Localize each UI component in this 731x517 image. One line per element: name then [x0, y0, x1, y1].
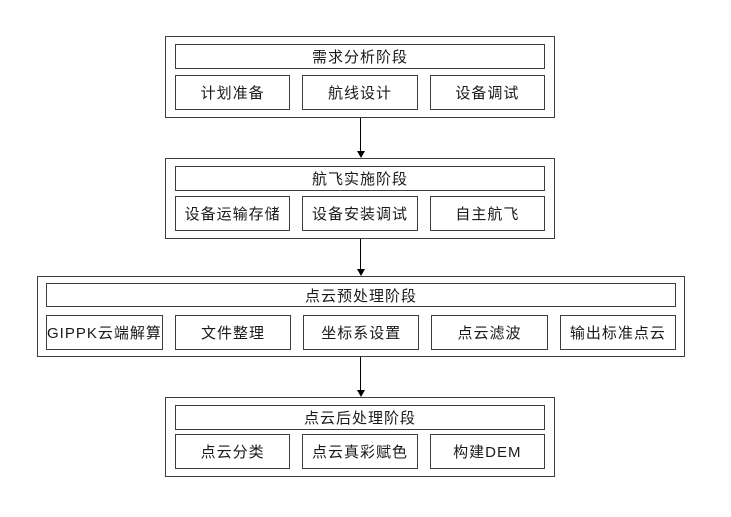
task-plan-preparation: 计划准备 [175, 75, 291, 110]
flow-arrow-down-1 [356, 118, 365, 158]
task-pointcloud-true-color: 点云真彩赋色 [302, 434, 418, 469]
arrow-head-icon [356, 151, 365, 158]
stage-title-flight-implementation: 航飞实施阶段 [175, 166, 545, 191]
arrow-shaft [359, 239, 362, 269]
task-equipment-transport-storage: 设备运输存储 [175, 196, 291, 231]
stage-flight-implementation: 航飞实施阶段 设备运输存储 设备安装调试 自主航飞 [165, 158, 555, 239]
task-output-standard-pointcloud: 输出标准点云 [559, 315, 676, 350]
task-pointcloud-classification: 点云分类 [175, 434, 291, 469]
stage-title-requirements-analysis: 需求分析阶段 [175, 44, 545, 69]
stage-title-pointcloud-preprocessing: 点云预处理阶段 [46, 283, 676, 307]
stage-title-pointcloud-postprocessing: 点云后处理阶段 [175, 405, 545, 430]
arrow-head-icon [356, 390, 365, 397]
stage-tasks-row: 设备运输存储 设备安装调试 自主航飞 [175, 196, 545, 231]
task-pointcloud-filtering: 点云滤波 [431, 315, 548, 350]
stage-requirements-analysis: 需求分析阶段 计划准备 航线设计 设备调试 [165, 36, 555, 118]
task-equipment-debugging: 设备调试 [429, 75, 545, 110]
stage-pointcloud-postprocessing: 点云后处理阶段 点云分类 点云真彩赋色 构建DEM [165, 397, 555, 477]
stage-pointcloud-preprocessing: 点云预处理阶段 GIPPK云端解算 文件整理 坐标系设置 点云滤波 输出标准点云 [37, 276, 685, 357]
arrow-shaft [359, 357, 362, 390]
task-route-design: 航线设计 [302, 75, 418, 110]
stage-tasks-row: 点云分类 点云真彩赋色 构建DEM [175, 434, 545, 469]
task-autonomous-flight: 自主航飞 [429, 196, 545, 231]
task-build-dem: 构建DEM [429, 434, 545, 469]
task-coordinate-system-setup: 坐标系设置 [303, 315, 420, 350]
flow-arrow-down-2 [356, 239, 365, 276]
task-equipment-installation-debugging: 设备安装调试 [302, 196, 418, 231]
flow-arrow-down-3 [356, 357, 365, 397]
arrow-shaft [359, 118, 362, 151]
arrow-head-icon [356, 269, 365, 276]
stage-tasks-row: 计划准备 航线设计 设备调试 [175, 75, 545, 110]
task-file-organization: 文件整理 [174, 315, 292, 350]
task-gippk-cloud-solution: GIPPK云端解算 [46, 315, 163, 350]
stage-tasks-row: GIPPK云端解算 文件整理 坐标系设置 点云滤波 输出标准点云 [46, 315, 676, 350]
